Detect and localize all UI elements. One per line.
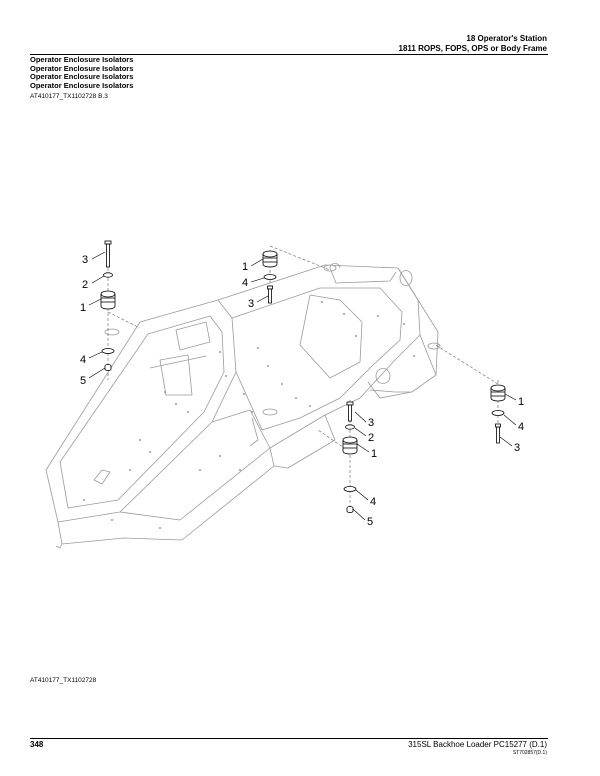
footer-title: 315SL Backhoe Loader PC15277 (D.1) — [408, 740, 547, 749]
callout-3-right: 3 — [514, 442, 520, 454]
bolt — [267, 285, 273, 304]
isolator — [262, 250, 278, 268]
bolt — [346, 401, 354, 422]
assembly-lines — [107, 245, 499, 515]
title-line: Operator Enclosure Isolators — [30, 63, 134, 73]
callout-5-left: 5 — [80, 375, 86, 387]
title-line: Operator Enclosure Isolators — [30, 55, 134, 64]
washer — [343, 486, 357, 492]
washer — [345, 424, 355, 430]
washer — [103, 272, 113, 278]
callout-3-upper: 3 — [248, 298, 254, 310]
bolt — [495, 423, 501, 444]
callout-3-left: 3 — [82, 254, 88, 266]
callout-3-center: 3 — [368, 417, 374, 429]
callout-4-right: 4 — [518, 421, 524, 433]
figure-reference-bottom: AT410177_TX1102728 — [30, 677, 97, 684]
body-frame — [45, 263, 439, 549]
callout-1-left: 1 — [80, 302, 86, 314]
title-block: Operator Enclosure Isolators Operator En… — [30, 55, 134, 90]
washer — [491, 410, 505, 416]
callout-4-left: 4 — [80, 354, 86, 366]
isolator-stack-left — [100, 240, 116, 371]
bolt — [104, 240, 112, 268]
page-number: 348 — [30, 740, 44, 749]
nut — [104, 364, 112, 371]
isolator-stack-right — [490, 384, 506, 444]
leader-lines — [88, 251, 517, 521]
callout-1-center: 1 — [371, 448, 377, 460]
frame-bolt-holes — [83, 301, 415, 529]
isolator — [100, 290, 116, 310]
header-rule — [30, 54, 548, 55]
section-heading: 18 Operator's Station — [466, 34, 547, 43]
title-line: Operator Enclosure Isolators — [30, 72, 134, 82]
callout-1-upper: 1 — [242, 261, 248, 273]
callout-4-center: 4 — [370, 496, 376, 508]
isolator-stack-upper — [262, 250, 278, 304]
callout-5-center: 5 — [367, 516, 373, 528]
callout-1-right: 1 — [518, 396, 524, 408]
callout-2-left: 2 — [82, 279, 88, 291]
figure-reference: AT410177_TX1102728 B.3 — [30, 93, 108, 100]
subsection-heading: 1811 ROPS, FOPS, OPS or Body Frame — [398, 44, 548, 53]
footer-rule — [30, 738, 548, 739]
callout-4-upper: 4 — [242, 277, 248, 289]
footer-code: ST702857(D.1) — [512, 750, 547, 756]
isolator — [342, 436, 358, 455]
title-line: Operator Enclosure Isolators — [30, 80, 134, 90]
nut — [346, 506, 354, 513]
washer — [101, 348, 115, 354]
isolator-stack-center — [342, 401, 358, 513]
callout-2-center: 2 — [368, 432, 374, 444]
isolator — [490, 384, 506, 402]
isolator-mount-pads — [104, 264, 441, 416]
washer — [263, 274, 277, 280]
